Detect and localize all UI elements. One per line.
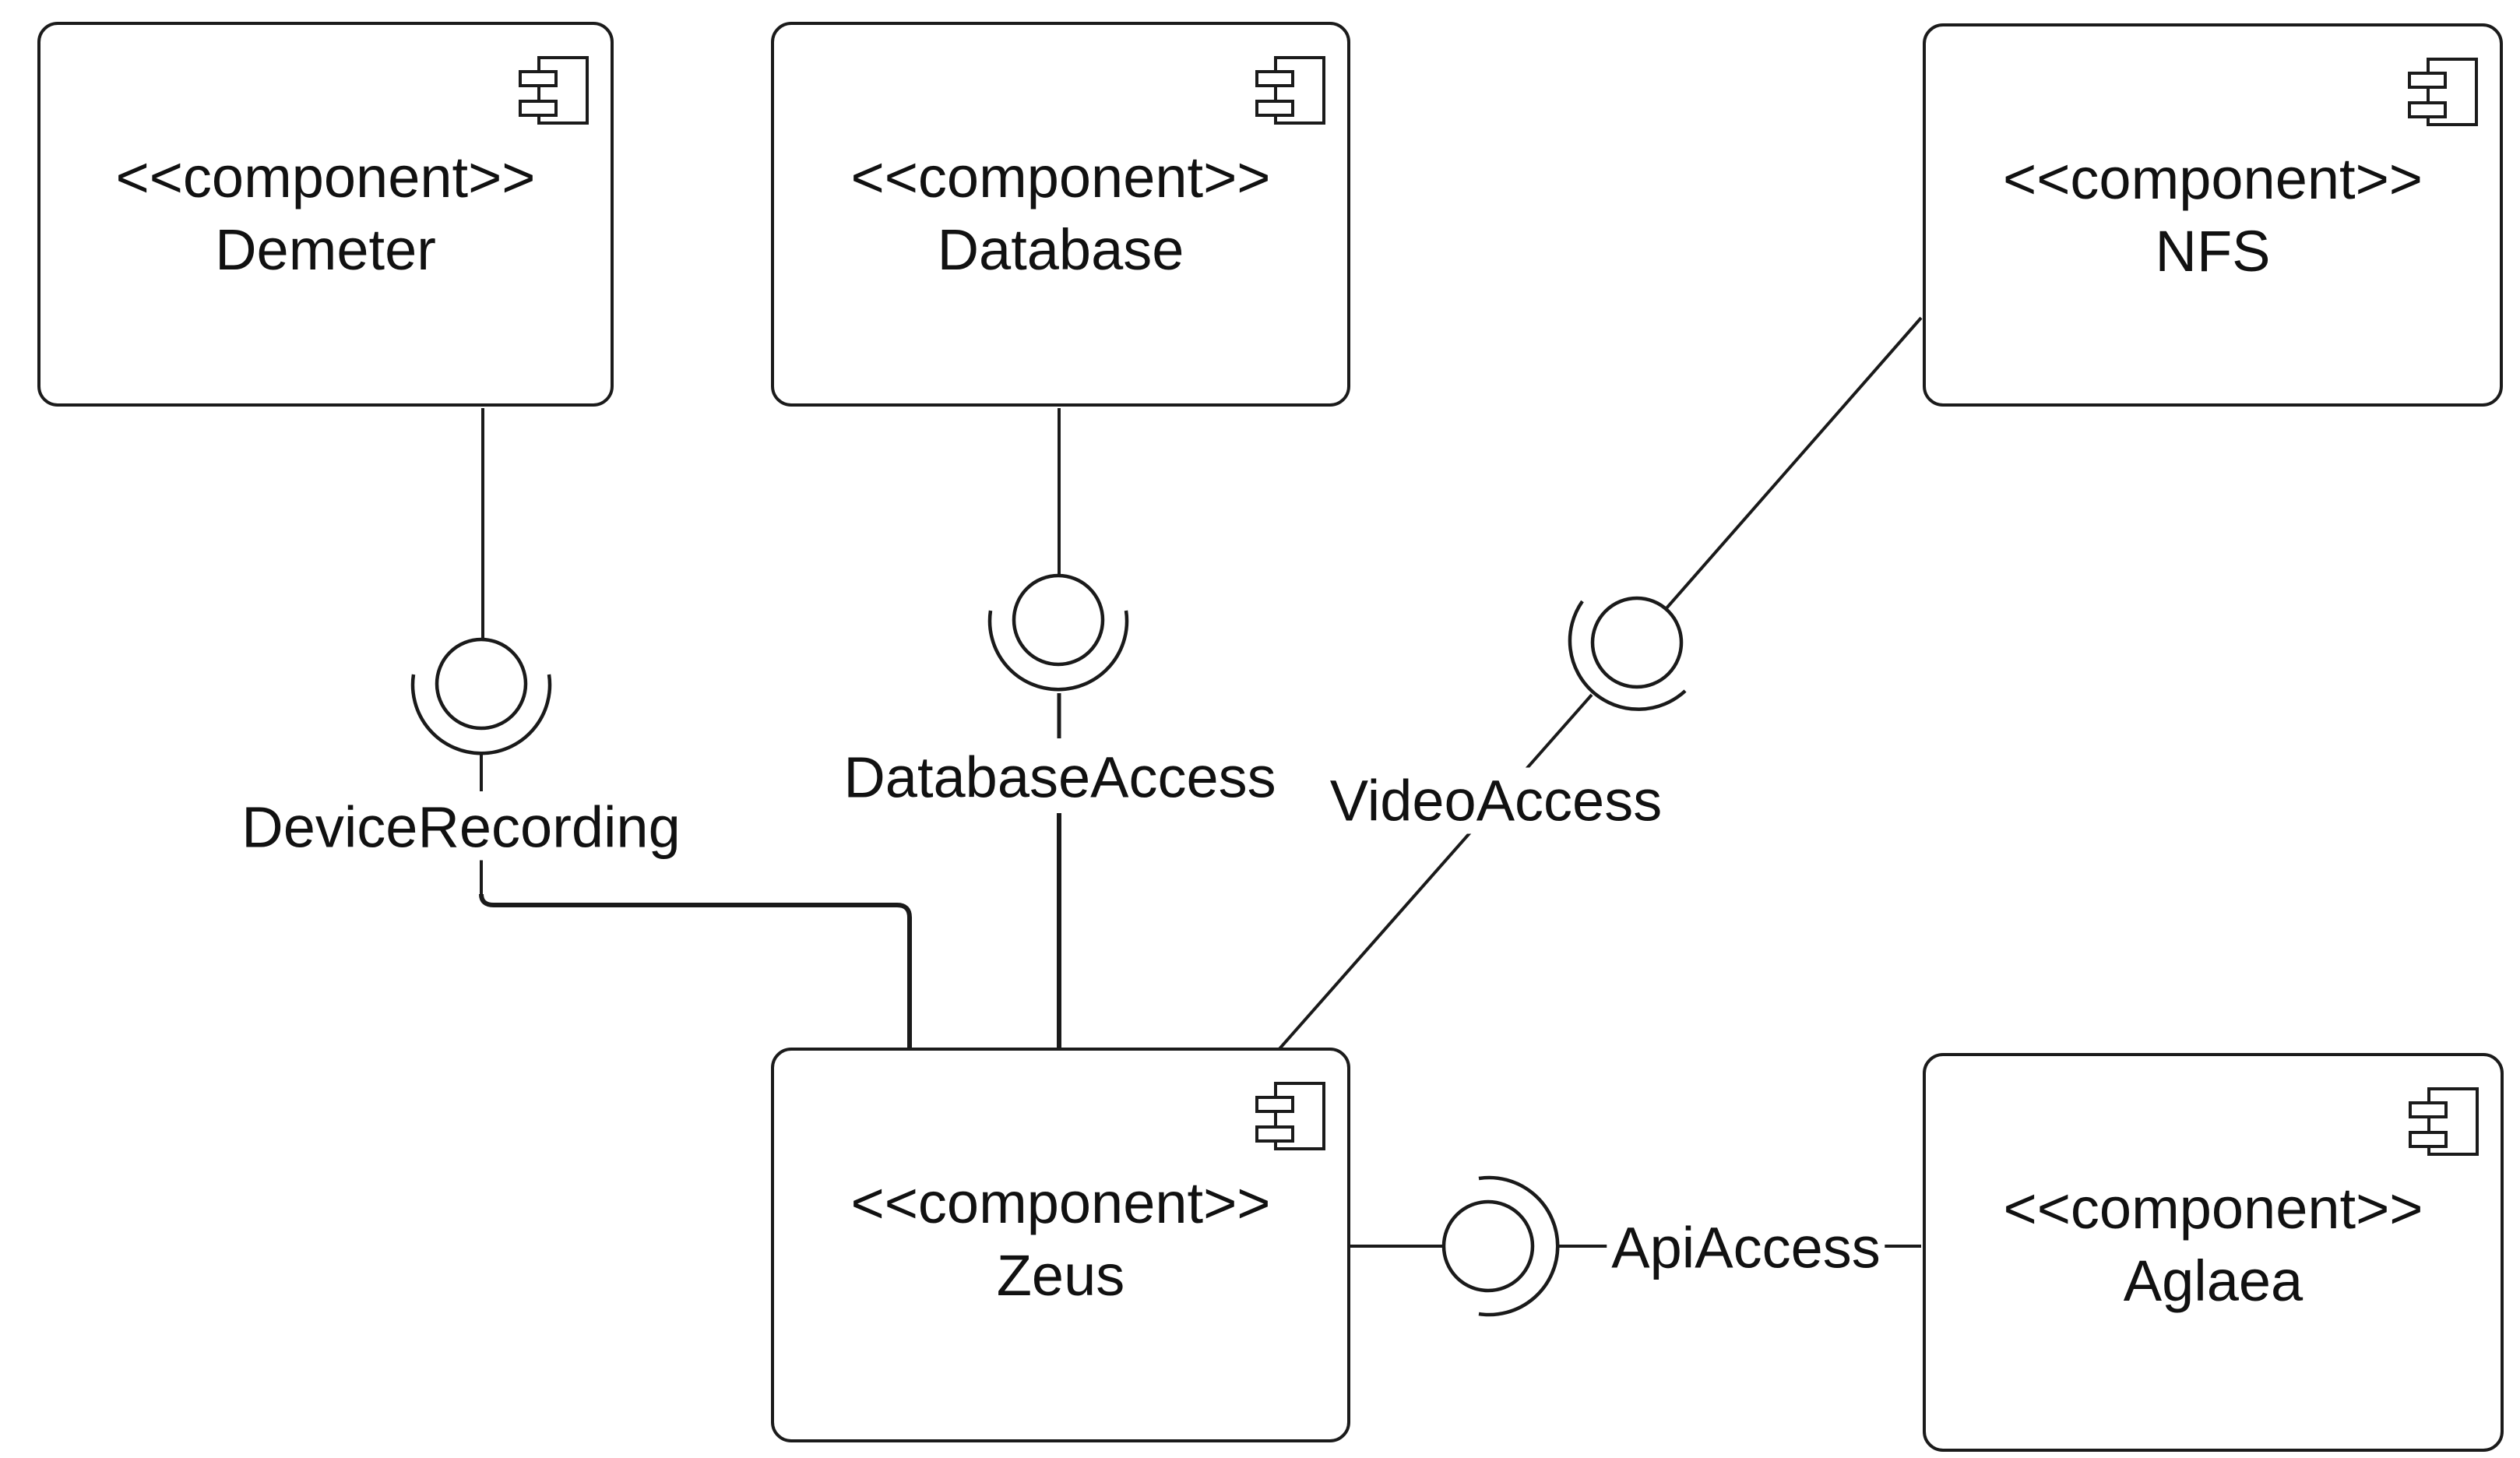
required-interface-socket-icon-apiaccess xyxy=(1478,1175,1560,1317)
component-icon xyxy=(519,56,589,125)
component-stereotype: <<component>> xyxy=(2003,146,2423,211)
connector-devicerecording-zeus xyxy=(479,893,912,1049)
component-name: Zeus xyxy=(996,1242,1125,1308)
component-name: Database xyxy=(937,217,1184,282)
component-stereotype: <<component>> xyxy=(2003,1176,2423,1241)
provided-interface-ball-icon-databaseaccess xyxy=(1012,573,1105,667)
provided-interface-ball-icon-apiaccess xyxy=(1441,1199,1535,1293)
component-stereotype: <<component>> xyxy=(850,1171,1271,1235)
component-icon xyxy=(2408,58,2478,126)
component-stereotype: <<component>> xyxy=(115,145,536,210)
component-name: NFS xyxy=(2155,218,2271,284)
component-box-aglaea: <<component>> Aglaea xyxy=(1923,1053,2504,1452)
provided-interface-ball-icon-videoaccess xyxy=(1590,596,1684,689)
component-box-zeus: <<component>> Zeus xyxy=(771,1048,1350,1442)
component-icon xyxy=(2409,1087,2479,1156)
required-interface-socket-icon-devicerecording xyxy=(410,674,552,755)
component-box-nfs: <<component>> NFS xyxy=(1923,23,2503,407)
interface-label-databaseaccess: DatabaseAccess xyxy=(839,744,1281,811)
required-interface-socket-icon-videoaccess xyxy=(1568,600,1687,711)
connector-nfs-videoaccess xyxy=(1664,316,1923,611)
component-icon xyxy=(1255,1082,1325,1150)
connector-videoaccess-zeus xyxy=(1276,693,1593,1053)
component-box-database: <<component>> Database xyxy=(771,22,1350,407)
interface-label-devicerecording: DeviceRecording xyxy=(237,794,685,861)
component-icon xyxy=(1255,56,1325,125)
component-stereotype: <<component>> xyxy=(850,145,1271,210)
component-box-demeter: <<component>> Demeter xyxy=(37,22,614,407)
required-interface-socket-icon-databaseaccess xyxy=(987,610,1129,692)
interface-label-apiaccess: ApiAccess xyxy=(1607,1214,1885,1281)
component-name: Demeter xyxy=(215,217,436,282)
component-name: Aglaea xyxy=(2123,1248,2304,1313)
provided-interface-ball-icon-devicerecording xyxy=(435,637,528,731)
interface-label-videoaccess: VideoAccess xyxy=(1325,767,1667,834)
